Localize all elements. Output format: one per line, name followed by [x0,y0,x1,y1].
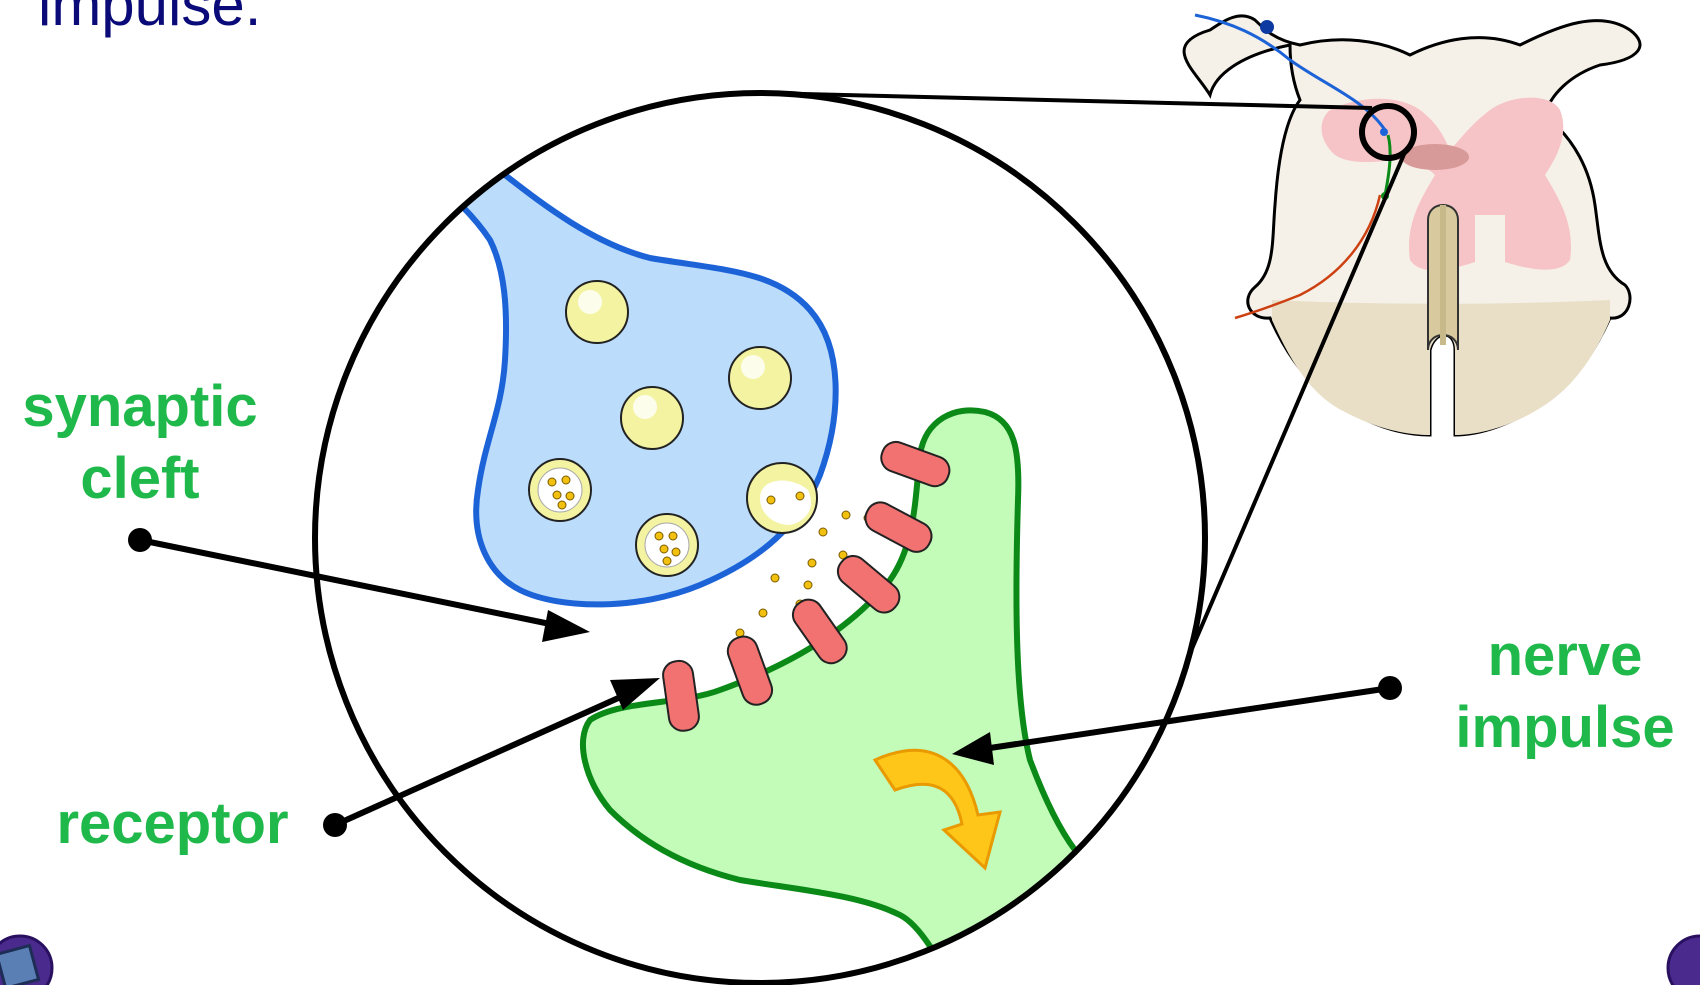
spinal-cord-cross-section-icon [1184,15,1640,435]
label-synaptic-cleft-line1: synaptic [0,378,280,436]
vesicle-with-neurotransmitter [636,514,698,576]
vesicle [621,387,683,449]
label-synaptic-cleft: synaptic cleft [0,378,280,508]
title-fragment: impulse. [38,0,261,39]
corner-logo-left [0,936,52,985]
label-receptor: receptor [40,795,305,853]
vesicle [566,281,628,343]
fusing-vesicle [747,463,817,533]
vesicle-with-neurotransmitter [529,459,591,521]
label-nerve-impulse-line2: impulse [1440,699,1690,757]
vesicle [729,347,791,409]
label-nerve-impulse: nerve impulse [1440,627,1690,757]
corner-logo-right [1668,936,1700,985]
label-synaptic-cleft-line2: cleft [0,450,280,508]
label-nerve-impulse-line1: nerve [1440,627,1690,685]
